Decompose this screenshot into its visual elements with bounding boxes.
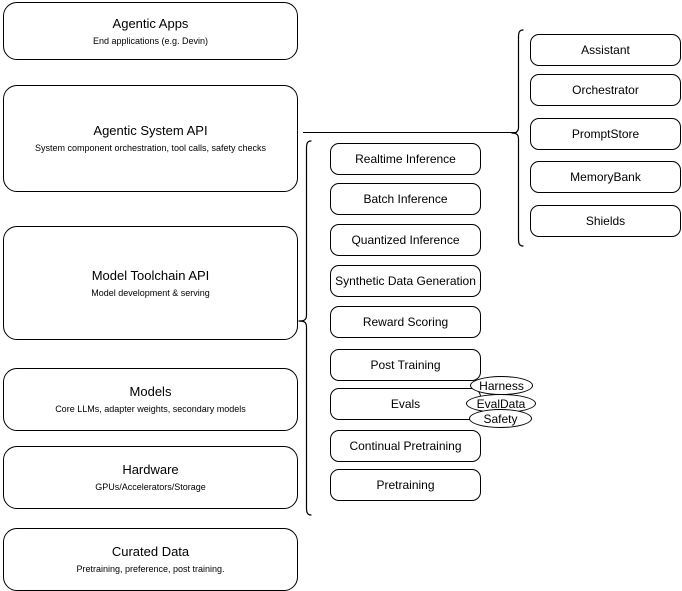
system-component-orchestrator[interactable]: Orchestrator (530, 74, 681, 106)
system-component-promptstore[interactable]: PromptStore (530, 118, 681, 150)
system-component-label: Shields (585, 213, 626, 228)
eval-chip-harness[interactable]: Harness (470, 376, 533, 395)
stack-layer-title: Agentic Apps (112, 15, 189, 31)
stack-layer-model-toolchain-api[interactable]: Model Toolchain API Model development & … (3, 226, 298, 340)
stack-layer-subtitle: GPUs/Accelerators/Storage (95, 482, 206, 492)
system-component-label: PromptStore (571, 126, 640, 141)
toolchain-item-label: Synthetic Data Generation (335, 273, 476, 288)
toolchain-item-continual-pretraining[interactable]: Continual Pretraining (330, 430, 481, 462)
stack-layer-subtitle: Core LLMs, adapter weights, secondary mo… (55, 404, 246, 414)
stack-layer-models[interactable]: Models Core LLMs, adapter weights, secon… (3, 368, 298, 431)
toolchain-item-label: Quantized Inference (351, 232, 460, 247)
stack-layer-subtitle: System component orchestration, tool cal… (34, 143, 267, 153)
stack-layer-agentic-apps[interactable]: Agentic Apps End applications (e.g. Devi… (3, 2, 298, 60)
stack-layer-curated-data[interactable]: Curated Data Pretraining, preference, po… (3, 528, 298, 591)
eval-chip-safety[interactable]: Safety (469, 409, 532, 428)
stack-layer-title: Models (129, 384, 172, 399)
stack-layer-title: Model Toolchain API (91, 267, 210, 283)
system-component-label: Assistant (581, 42, 630, 57)
toolchain-item-label: Pretraining (376, 477, 435, 492)
toolchain-item-batch-inference[interactable]: Batch Inference (330, 183, 481, 215)
toolchain-item-synthetic-data-generation[interactable]: Synthetic Data Generation (330, 265, 481, 297)
eval-chip-label: Harness (479, 378, 524, 393)
stack-layer-subtitle: Model development & serving (91, 287, 210, 298)
system-component-label: MemoryBank (570, 169, 641, 184)
stack-layer-agentic-system-api[interactable]: Agentic System API System component orch… (3, 85, 298, 192)
eval-chip-label: EvalData (476, 396, 526, 411)
stack-layer-subtitle: Pretraining, preference, post training. (76, 564, 225, 574)
toolchain-item-label: Realtime Inference (355, 151, 456, 166)
stack-layer-title: Curated Data (111, 544, 190, 559)
eval-chip-label: Safety (483, 411, 518, 426)
toolchain-item-label: Continual Pretraining (349, 438, 462, 453)
toolchain-item-label: Batch Inference (363, 191, 448, 206)
system-component-shields[interactable]: Shields (530, 205, 681, 237)
stack-layer-title: Hardware (122, 462, 179, 477)
toolchain-item-label: Post Training (370, 357, 441, 372)
toolchain-item-realtime-inference[interactable]: Realtime Inference (330, 143, 481, 175)
stack-layer-title: Agentic System API (93, 123, 208, 138)
toolchain-item-post-training[interactable]: Post Training (330, 349, 481, 381)
system-component-label: Orchestrator (572, 82, 639, 97)
toolchain-item-label: Evals (390, 396, 421, 411)
toolchain-item-label: Reward Scoring (362, 314, 449, 329)
toolchain-item-quantized-inference[interactable]: Quantized Inference (330, 224, 481, 256)
brace-toolchain (298, 140, 312, 516)
toolchain-item-evals[interactable]: Evals (330, 388, 481, 420)
toolchain-item-reward-scoring[interactable]: Reward Scoring (330, 306, 481, 338)
stack-layer-subtitle: End applications (e.g. Devin) (92, 35, 209, 46)
brace-system-components (510, 29, 524, 247)
system-component-assistant[interactable]: Assistant (530, 34, 681, 66)
connector-line-system-api (303, 132, 517, 133)
system-component-memorybank[interactable]: MemoryBank (530, 161, 681, 193)
toolchain-item-pretraining[interactable]: Pretraining (330, 469, 481, 501)
stack-layer-hardware[interactable]: Hardware GPUs/Accelerators/Storage (3, 446, 298, 509)
